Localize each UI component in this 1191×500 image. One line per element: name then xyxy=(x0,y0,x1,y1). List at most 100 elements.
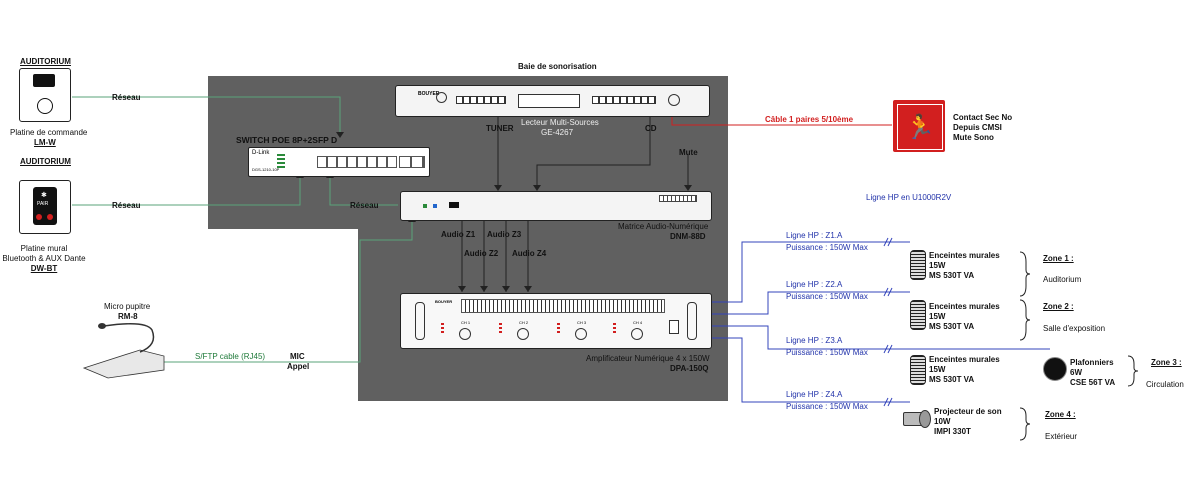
mic-line xyxy=(120,220,413,363)
amp-channel-4: CH 4 xyxy=(611,320,651,342)
switch-ref: DGS-1210-10P xyxy=(252,167,280,172)
zone3-name: Circulation xyxy=(1146,380,1184,389)
zone2-title: Zone 2 : xyxy=(1043,302,1074,311)
hp-line-z4 xyxy=(710,337,910,403)
fire-cable-line xyxy=(671,117,892,126)
fire-exit-icon: 🏃 xyxy=(897,104,943,150)
lmw-device xyxy=(19,68,71,122)
pair-label: PAIR xyxy=(37,201,49,207)
network-line-dwbt xyxy=(72,176,301,206)
hp-line-z2 xyxy=(710,291,910,315)
micro-name: Micro pupitre xyxy=(104,302,151,311)
hp-line-z1 xyxy=(710,241,910,303)
mic-input-label2: Appel xyxy=(287,362,310,371)
lmw-name: Platine de commande xyxy=(10,128,88,137)
zone2-spk-line2: 15W xyxy=(929,312,946,321)
amp-vents xyxy=(461,299,665,313)
zone4-projector-icon xyxy=(903,410,931,428)
amp-ch2-label: CH 2 xyxy=(519,320,529,325)
dwbt-device: ✱ PAIR xyxy=(19,180,71,234)
network-label-2: Réseau xyxy=(112,201,141,210)
player-name: Lecteur Multi-Sources xyxy=(521,118,599,127)
zone1-speaker-icon xyxy=(910,250,926,280)
zone3-power: Puissance : 150W Max xyxy=(786,348,868,357)
amp-ch1-label: CH 1 xyxy=(461,320,471,325)
dwbt-name2: Bluetooth & AUX Dante xyxy=(2,254,86,263)
amp-model: DPA-150Q xyxy=(670,364,709,373)
network-line-matrix xyxy=(329,176,398,206)
player-brand: BOUYER xyxy=(418,91,440,97)
zone1-spk-line1: Enceintes murales xyxy=(929,251,1000,260)
zone1-spk-line3: MS 530T VA xyxy=(929,271,975,280)
rack-title: Baie de sonorisation xyxy=(518,62,597,71)
amp-power-indicator xyxy=(669,320,679,334)
audio-z1-label: Audio Z1 xyxy=(441,230,476,239)
switch-device: D-Link DGS-1210-10P xyxy=(248,147,430,177)
zone4-title: Zone 4 : xyxy=(1045,410,1076,419)
dwbt-model: DW-BT xyxy=(30,264,58,273)
dwbt-name1: Platine mural xyxy=(20,244,68,253)
amp-device: BOUYER CH 1 CH 2 CH 3 CH 4 xyxy=(400,293,712,349)
player-model: GE-4267 xyxy=(541,128,574,137)
amp-ch4-label: CH 4 xyxy=(633,320,643,325)
zone4-spk-line1: Projecteur de son xyxy=(934,407,1002,416)
lmw-screen xyxy=(33,74,55,87)
matrix-name: Matrice Audio-Numérique xyxy=(618,222,709,231)
amp-channel-1: CH 1 xyxy=(439,320,479,342)
network-line-lmw xyxy=(72,96,341,134)
amp-ch2-knob-icon xyxy=(517,328,529,340)
amp-ch1-knob-icon xyxy=(459,328,471,340)
zone1-spk-line2: 15W xyxy=(929,261,946,270)
lmw-model: LM-W xyxy=(34,138,56,147)
fire-contact-line3: Mute Sono xyxy=(953,133,994,142)
amp-ch3-leds-icon xyxy=(557,323,560,335)
zone1-power: Puissance : 150W Max xyxy=(786,243,868,252)
fire-contact-line1: Contact Sec No xyxy=(953,113,1013,122)
zone1-brace xyxy=(1019,251,1031,297)
aux-jack-icon xyxy=(36,214,42,220)
amp-handle-right xyxy=(687,302,697,340)
ceiling-line1: Plafonniers xyxy=(1070,358,1114,367)
hp-line-z3 xyxy=(710,325,1050,350)
amp-ch3-label: CH 3 xyxy=(577,320,587,325)
audio-z4-label: Audio Z4 xyxy=(512,249,547,258)
zone2-spk-line1: Enceintes murales xyxy=(929,302,1000,311)
zone3-brace xyxy=(1127,355,1139,387)
zone1-name: Auditorium xyxy=(1043,275,1082,284)
mic-input-label1: MIC xyxy=(290,352,305,361)
ceiling-line2: 6W xyxy=(1070,368,1082,377)
auditorium2-heading: AUDITORIUM xyxy=(20,157,71,166)
amp-ch4-knob-icon xyxy=(631,328,643,340)
dwbt-panel: ✱ PAIR xyxy=(33,187,57,225)
matrix-display xyxy=(659,195,697,202)
zone3-line: Ligne HP : Z3.A xyxy=(786,336,843,345)
player-device: BOUYER xyxy=(395,85,710,117)
matrix-led2-icon xyxy=(433,204,437,208)
cd-line xyxy=(536,117,651,185)
audio-z2-label: Audio Z2 xyxy=(464,249,499,258)
amp-ch3-knob-icon xyxy=(575,328,587,340)
matrix-usb-icon xyxy=(449,202,459,208)
zone2-name: Salle d'exposition xyxy=(1043,324,1106,333)
switch-sfp-ports xyxy=(399,156,425,168)
auditorium1-heading: AUDITORIUM xyxy=(20,57,71,66)
fire-contact-line2: Depuis CMSI xyxy=(953,123,1002,132)
zone1-title: Zone 1 : xyxy=(1043,254,1074,263)
zone2-line: Ligne HP : Z2.A xyxy=(786,280,843,289)
player-vol-knob-icon xyxy=(668,94,680,106)
player-knob-icon xyxy=(436,92,447,103)
amp-brand: BOUYER xyxy=(435,299,453,304)
rack-cutout xyxy=(208,229,358,404)
amp-ch4-leds-icon xyxy=(613,323,616,335)
zone2-power: Puissance : 150W Max xyxy=(786,292,868,301)
matrix-network-label: Réseau xyxy=(350,201,379,210)
ceiling-line3: CSE 56T VA xyxy=(1070,378,1116,387)
zone4-line: Ligne HP : Z4.A xyxy=(786,390,843,399)
ceiling-speaker-icon xyxy=(1043,357,1067,381)
player-display xyxy=(518,94,580,108)
amp-ch2-leds-icon xyxy=(499,323,502,335)
lmw-knob-icon xyxy=(37,98,53,114)
matrix-mute-label: Mute xyxy=(679,148,698,157)
hp-line-type: Ligne HP en U1000R2V xyxy=(866,193,952,202)
zone4-spk-line2: 10W xyxy=(934,417,951,426)
